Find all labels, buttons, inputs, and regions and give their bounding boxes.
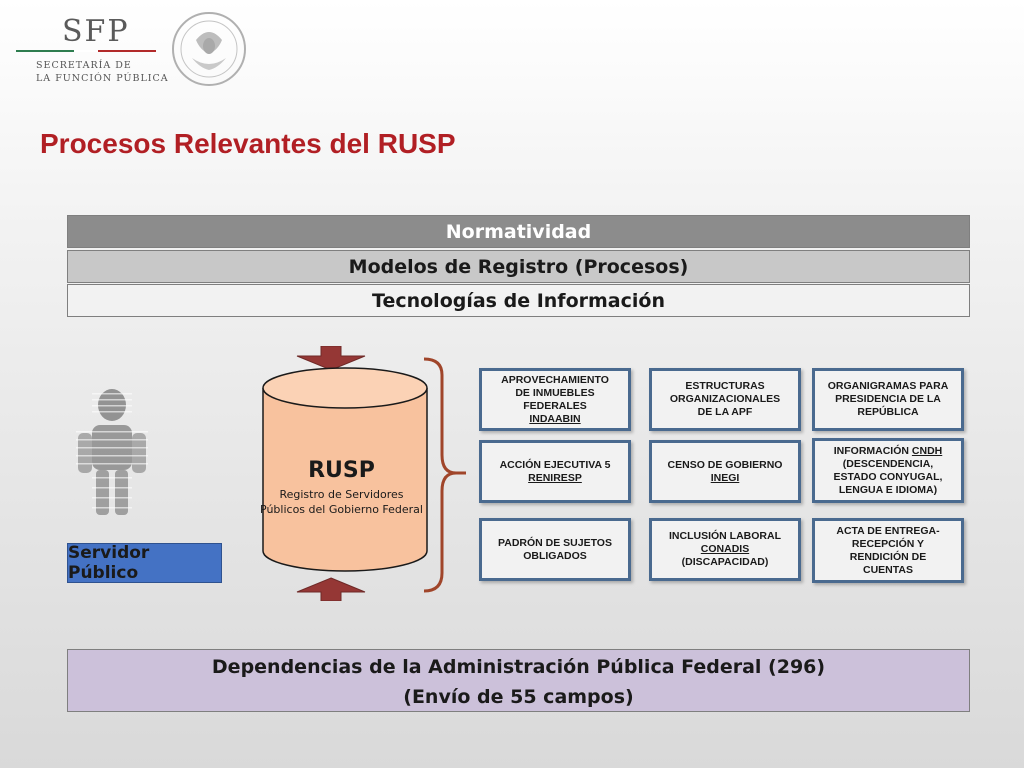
dependencias-band: Dependencias de la Administración Públic… [67,649,970,712]
band-normatividad: Normatividad [67,215,970,248]
process-text: FEDERALES [523,399,587,412]
process-link[interactable]: INDAABIN [529,412,581,425]
process-box-inegi: CENSO DE GOBIERNO INEGI [649,440,801,503]
process-text: ORGANIGRAMAS PARA [827,380,949,392]
band-tecnologias: Tecnologías de Información [67,284,970,317]
rusp-subtitle-line2: Públicos del Gobierno Federal [260,503,423,516]
process-box-padron: PADRÓN DE SUJETOS OBLIGADOS [479,518,631,581]
dependencias-line2: (Envío de 55 campos) [403,686,634,708]
process-text: LENGUA E IDIOMA) [838,483,938,496]
process-text: CUENTAS [863,563,913,576]
process-box-acta-entrega-text: ACTA DE ENTREGA- RECEPCIÓN Y RENDICIÓN D… [836,525,939,577]
page-title: Procesos Relevantes del RUSP [40,128,456,159]
process-text: (DISCAPACIDAD) [681,556,769,568]
arrow-up-icon [296,577,366,601]
process-text: RECEPCIÓN Y [851,537,925,550]
process-text: REPÚBLICA [857,406,919,418]
process-box-padron-text: PADRÓN DE SUJETOS OBLIGADOS [498,537,612,563]
process-text: DE LA APF [697,406,753,418]
band-modelos: Modelos de Registro (Procesos) [67,250,970,283]
process-box-estructuras-text: ESTRUCTURAS ORGANIZACIONALES DE LA APF [670,380,780,419]
process-box-indaabin: APROVECHAMIENTO DE INMUEBLES FEDERALES I… [479,368,631,431]
servidor-publico-box: Servidor Público [67,543,222,583]
process-box-conadis: INCLUSIÓN LABORAL CONADIS (DISCAPACIDAD) [649,518,801,581]
process-box-acta-entrega: ACTA DE ENTREGA- RECEPCIÓN Y RENDICIÓN D… [812,518,964,583]
process-link[interactable]: CNDH [911,444,943,457]
process-text: RENDICIÓN DE [849,550,927,563]
sfp-logo: SFP SECRETARÍA DE LA FUNCIÓN PÚBLICA [16,14,168,84]
process-text: CENSO DE GOBIERNO [667,458,783,471]
rusp-subtitle-line1: Registro de Servidores [279,488,404,501]
logo-stripe-white [74,50,98,52]
rusp-database-cylinder [262,346,428,601]
process-text: INCLUSIÓN LABORAL [669,530,781,542]
sfp-logo-line1: SECRETARÍA DE [36,60,132,71]
process-text: OBLIGADOS [523,549,587,562]
logo-stripe-green [16,50,74,52]
process-box-reniresp: ACCIÓN EJECUTIVA 5 RENIRESP [479,440,631,503]
logo-stripe-red [98,50,156,52]
process-text: PRESIDENCIA DE LA [835,393,941,405]
process-text: APROVECHAMIENTO [501,373,609,386]
process-box-cndh: INFORMACIÓN CNDH (DESCENDENCIA, ESTADO C… [812,438,964,503]
process-box-estructuras: ESTRUCTURAS ORGANIZACIONALES DE LA APF [649,368,801,431]
process-text: PADRÓN DE SUJETOS [498,536,612,549]
process-box-indaabin-text: APROVECHAMIENTO DE INMUEBLES FEDERALES I… [501,374,609,426]
process-box-inegi-text: CENSO DE GOBIERNO INEGI [668,459,783,485]
rusp-title: RUSP [308,458,375,483]
process-link[interactable]: RENIRESP [528,471,582,484]
process-box-conadis-text: INCLUSIÓN LABORAL CONADIS (DISCAPACIDAD) [669,530,781,569]
dependencias-line1: Dependencias de la Administración Públic… [211,656,826,678]
process-text: ESTRUCTURAS [685,380,765,392]
servidor-figure-icon [76,389,148,515]
rusp-subtitle: Registro de Servidores Públicos del Gobi… [258,487,425,517]
process-text: ESTADO CONYUGAL, [833,470,943,483]
national-seal-icon [172,12,246,86]
process-text: ACCIÓN EJECUTIVA 5 [499,458,611,471]
process-box-organigramas-text: ORGANIGRAMAS PARA PRESIDENCIA DE LA REPÚ… [828,380,949,419]
process-text: INFORMACIÓN [833,444,909,457]
sfp-logo-line2: LA FUNCIÓN PÚBLICA [36,73,169,84]
process-text: ORGANIZACIONALES [669,393,781,405]
process-link[interactable]: CONADIS [700,543,750,555]
process-box-cndh-text: INFORMACIÓN CNDH (DESCENDENCIA, ESTADO C… [834,445,943,497]
process-text: DE INMUEBLES [515,386,595,399]
process-box-reniresp-text: ACCIÓN EJECUTIVA 5 RENIRESP [500,459,611,485]
process-text: ACTA DE ENTREGA- [836,524,940,537]
arrow-down-icon [296,346,366,371]
process-link[interactable]: INEGI [710,471,740,484]
process-text: (DESCENDENCIA, [842,457,934,470]
curly-bracket-icon [423,357,466,593]
sfp-logo-mark: SFP [62,14,130,49]
process-box-organigramas: ORGANIGRAMAS PARA PRESIDENCIA DE LA REPÚ… [812,368,964,431]
